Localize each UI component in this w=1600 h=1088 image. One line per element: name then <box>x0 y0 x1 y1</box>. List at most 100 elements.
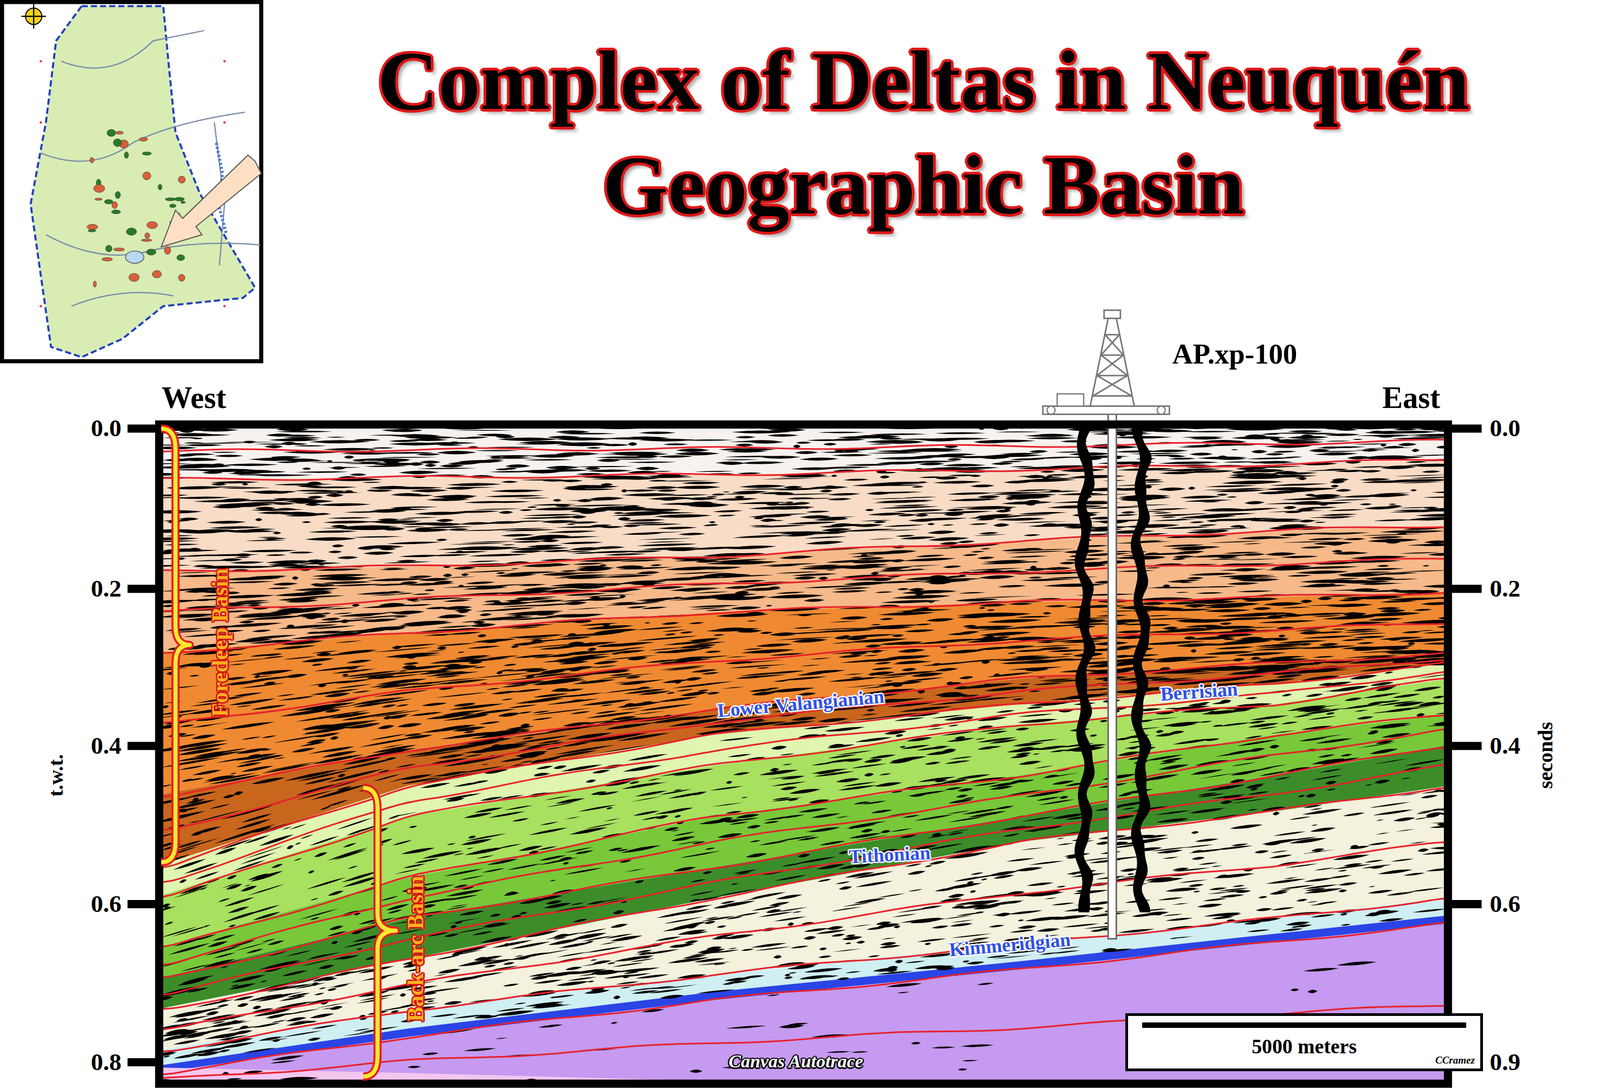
axis-value: 0.6 <box>1490 890 1521 918</box>
stage-label: Lower Valangianian <box>716 685 886 722</box>
rig-floor <box>1043 406 1170 415</box>
section-frame <box>159 424 1449 1084</box>
field-blob <box>174 197 185 202</box>
rig-strut <box>1116 318 1135 409</box>
scale-bar <box>1142 1022 1467 1028</box>
axis-title: seconds <box>1534 721 1557 789</box>
seismic-reflectors <box>161 422 1450 1085</box>
field-blob <box>113 248 125 252</box>
direction-label: West <box>161 380 226 415</box>
rig-crown <box>1104 310 1121 319</box>
axis-tick <box>127 424 160 433</box>
grid-mark <box>223 60 226 63</box>
section-body <box>161 422 1450 1086</box>
horizon-line <box>161 459 1450 480</box>
bracket-outline <box>363 787 396 1077</box>
field-blob <box>128 273 140 282</box>
horizon-line <box>161 659 1450 831</box>
grid-mark <box>39 121 43 125</box>
bracket <box>363 787 396 1077</box>
horizon-line <box>161 786 1450 1010</box>
axis-value: 0.2 <box>91 575 122 603</box>
drilling-rig <box>1043 310 1170 415</box>
rig-strut <box>1105 333 1120 336</box>
field-blob <box>169 204 177 208</box>
basin-label: Back-arc Basin <box>404 876 430 1022</box>
basin-label: Foredeep Basin <box>208 568 233 717</box>
horizon-line <box>161 661 1450 869</box>
field-blob <box>164 246 171 255</box>
field-blob <box>93 281 97 288</box>
rig-strut <box>1089 318 1109 409</box>
field-blob <box>111 209 121 214</box>
field-blob <box>144 232 150 239</box>
map-frame <box>2 2 262 362</box>
horizon-line <box>161 651 1450 798</box>
field-blob <box>178 274 185 282</box>
axis-tick <box>127 741 160 750</box>
axis-value: 0.2 <box>1490 575 1521 603</box>
rig-house <box>1057 393 1084 407</box>
field-blob <box>87 229 96 232</box>
horizon-line <box>161 439 1450 452</box>
horizon-line <box>161 763 1450 996</box>
watermark: Canvas Autotrace <box>728 1051 864 1072</box>
field-blob <box>106 129 116 137</box>
field-blob <box>180 201 186 204</box>
field-blob <box>178 176 186 184</box>
rig-strut <box>1097 354 1128 376</box>
field-blob <box>93 184 105 193</box>
axis-value: 0.4 <box>1490 732 1521 760</box>
grid-mark <box>223 121 226 125</box>
direction-label: East <box>1382 380 1441 415</box>
north-arrow <box>21 4 47 29</box>
scale-box: 5000 metersCCramez <box>1125 1013 1483 1072</box>
field-blob <box>89 157 95 164</box>
axis-tick <box>127 584 160 593</box>
well-log-trace <box>1074 422 1096 913</box>
rig-strut <box>1097 374 1128 377</box>
field-blob <box>143 171 152 180</box>
river <box>40 112 245 161</box>
horizon-line <box>161 841 1450 1031</box>
axis-tick <box>1447 584 1482 593</box>
axis-title: t.w.t. <box>44 754 68 798</box>
field-blob <box>115 191 121 199</box>
field-blob <box>158 184 163 191</box>
field-blob <box>115 131 124 135</box>
grid-mark <box>39 60 43 63</box>
axis-tick <box>127 899 160 909</box>
field-blob <box>176 254 185 261</box>
field-blob <box>165 197 176 201</box>
well-log-trace <box>1130 422 1152 913</box>
field-blob <box>105 245 113 252</box>
field-blob <box>146 221 158 229</box>
horizon-line <box>161 677 1450 899</box>
grid-mark <box>223 305 226 308</box>
rig-wheel <box>1157 406 1166 415</box>
bracket <box>161 428 191 863</box>
stage-label: Tithonian <box>848 842 931 868</box>
horizon-line <box>161 728 1450 966</box>
field-blob <box>146 249 157 256</box>
axis-value: 0.0 <box>91 415 122 443</box>
axis-tick <box>1447 741 1482 750</box>
rig-strut <box>1092 375 1132 397</box>
field-blob <box>101 257 113 261</box>
field-blob <box>87 224 99 230</box>
location-arrow <box>161 154 262 247</box>
axis-tick <box>1447 424 1482 433</box>
grid-mark <box>39 305 43 308</box>
axis-tick <box>127 1058 160 1067</box>
field-blob <box>152 270 162 278</box>
river <box>61 30 205 68</box>
stage-label: Berrisian <box>1159 678 1239 705</box>
field-blob <box>141 238 153 242</box>
river <box>46 234 261 256</box>
field-blob <box>126 228 137 236</box>
title: Complex of Deltas in Neuquén Geographic … <box>300 28 1547 239</box>
horizon-line <box>161 624 1450 724</box>
field-blob <box>113 138 122 147</box>
stage-label: Kimmeridgian <box>948 929 1072 962</box>
